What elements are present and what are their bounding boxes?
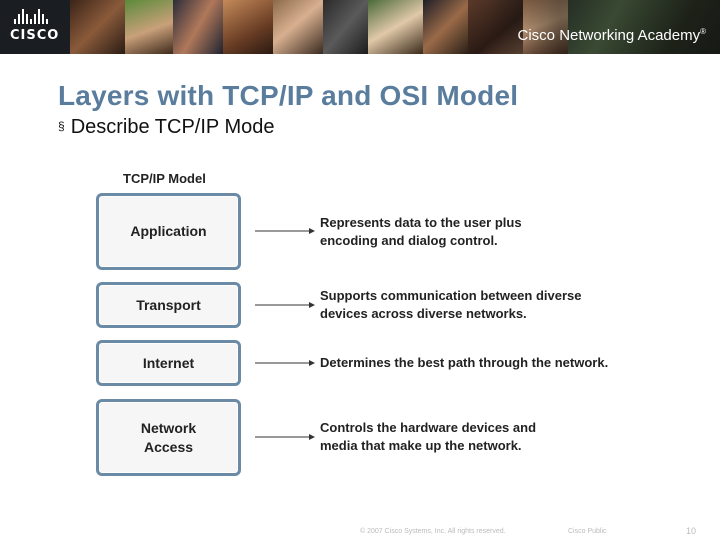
footer-classification: Cisco Public <box>568 528 607 535</box>
bullet-mark: § <box>58 119 65 133</box>
layer-label-line1: Network <box>140 420 197 437</box>
description-line: devices across diverse networks. <box>320 306 527 321</box>
banner-photo <box>273 0 323 54</box>
description-line: Determines the best path through the net… <box>320 355 609 370</box>
academy-title-text: Cisco Networking Academy <box>517 27 701 44</box>
description-line: encoding and dialog control. <box>320 233 498 248</box>
layer-label-line2: Access <box>143 438 194 455</box>
banner-shade <box>490 0 720 54</box>
banner-photo <box>70 0 125 54</box>
layer-application-box: Application <box>96 193 241 270</box>
academy-title: Cisco Networking Academy® <box>518 27 706 44</box>
description-line: Represents data to the user plus <box>320 215 522 230</box>
description-line: Supports communication between diverse <box>320 288 582 303</box>
page-number: 10 <box>686 526 697 536</box>
arrow-right-icon <box>255 360 315 366</box>
layer-internet-box: Internet <box>96 340 241 386</box>
arrow-right-icon <box>255 434 315 440</box>
banner-photo <box>173 0 223 54</box>
banner-photo <box>323 0 368 54</box>
academy-registered-mark: ® <box>700 27 706 36</box>
arrow-right-icon <box>255 228 315 234</box>
layer-transport-box: Transport <box>96 282 241 328</box>
model-heading: TCP/IP Model <box>123 171 206 186</box>
banner-photo <box>423 0 468 54</box>
banner-photo <box>223 0 273 54</box>
description-line: Controls the hardware devices and <box>320 420 537 435</box>
footer-copyright: © 2007 Cisco Systems, Inc. All rights re… <box>360 528 506 535</box>
layer-label: Application <box>130 223 207 240</box>
cisco-logo-text: CISCO <box>10 28 60 43</box>
banner-photo <box>368 0 423 54</box>
bullet-item: § Describe TCP/IP Mode <box>58 116 274 139</box>
slide-title: Layers with TCP/IP and OSI Model <box>58 80 519 111</box>
layer-description-internet: Determines the best path through the net… <box>320 354 640 372</box>
layer-description-network-access: Controls the hardware devices and media … <box>320 419 640 455</box>
cisco-bridge-icon <box>14 8 70 24</box>
bullet-text: Describe TCP/IP Mode <box>70 116 275 138</box>
layer-label: Transport <box>136 296 201 313</box>
arrow-right-icon <box>255 302 315 308</box>
header-banner: CISCO Cisco Networking Academy® <box>0 0 720 54</box>
layer-description-application: Represents data to the user plus encodin… <box>320 214 640 250</box>
banner-photo <box>125 0 173 54</box>
description-line: media that make up the network. <box>320 438 522 453</box>
layer-description-transport: Supports communication between diverse d… <box>320 287 640 323</box>
layer-label: Internet <box>142 354 195 371</box>
cisco-logo: CISCO <box>10 8 70 48</box>
